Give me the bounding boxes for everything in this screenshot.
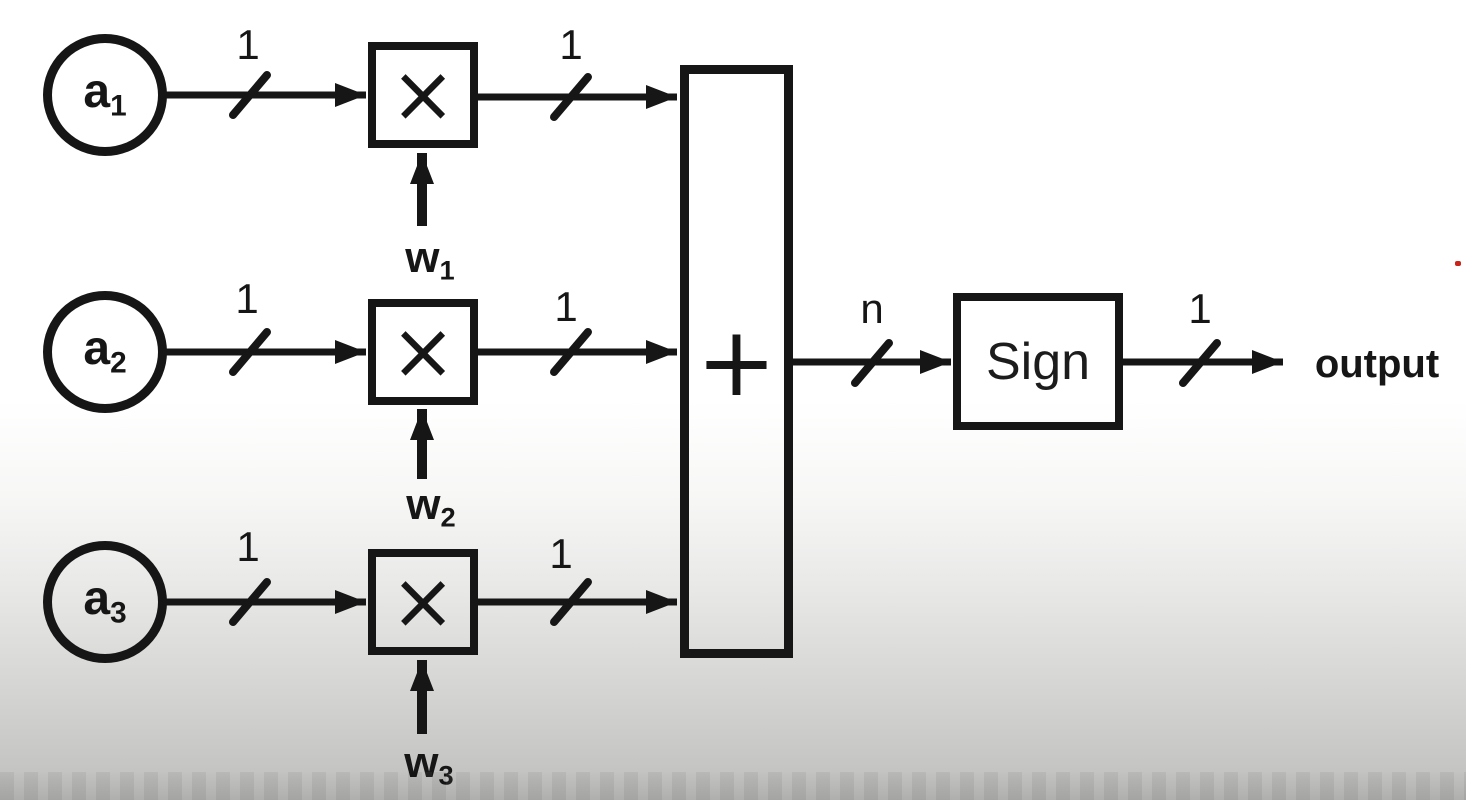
bus-slash-product-3	[550, 578, 592, 626]
summation-box: +	[680, 65, 793, 658]
sign-box: Sign	[953, 293, 1123, 430]
multiplier-box-1: ×	[368, 42, 478, 148]
wire-sign-to-output	[1123, 339, 1283, 387]
bus-width-product-3: 1	[549, 530, 573, 577]
multiply-icon: ×	[390, 50, 456, 140]
weight-label-w3: w3	[404, 741, 453, 789]
bus-width-product-2: 1	[554, 283, 578, 330]
wire-product-3	[478, 578, 677, 626]
bus-slash-input-1	[229, 71, 271, 119]
wire-input-1	[164, 71, 366, 119]
input-label-a1: a1	[83, 65, 127, 123]
bus-width-input-2: 1	[235, 275, 259, 322]
bus-slash-product-1	[550, 73, 592, 121]
wire-product-1	[478, 73, 677, 121]
bus-width-product-1: 1	[559, 21, 583, 68]
red-cursor-dot	[1455, 261, 1461, 266]
input-node-a2: a2	[43, 291, 167, 413]
bus-width-sum-output: n	[860, 285, 884, 332]
bus-slash-product-2	[550, 328, 592, 376]
weight-subscript-w1: 1	[439, 254, 455, 286]
multiplier-box-2: ×	[368, 299, 478, 405]
bus-slash-sum-output	[851, 339, 893, 387]
input-label-a3: a3	[83, 572, 127, 630]
plus-icon: +	[696, 305, 777, 418]
input-label-a2: a2	[83, 322, 127, 380]
bus-slash-input-2	[229, 328, 271, 376]
multiply-icon: ×	[390, 557, 456, 647]
input-subscript-a1: 1	[110, 89, 127, 123]
weight-subscript-w3: 3	[439, 760, 454, 791]
multiplier-box-3: ×	[368, 549, 478, 655]
bus-width-input-3: 1	[236, 523, 260, 570]
input-node-a1: a1	[43, 34, 167, 156]
weight-label-w2: w2	[406, 480, 456, 533]
input-node-a3: a3	[43, 541, 167, 663]
wire-input-2	[164, 328, 366, 376]
bus-slash-sign-output	[1179, 339, 1221, 387]
bottom-gradient-strip	[0, 772, 1466, 800]
input-subscript-a2: 2	[110, 346, 127, 380]
wire-sum-to-sign	[793, 339, 951, 387]
input-subscript-a3: 3	[110, 596, 127, 630]
weight-label-w1: w1	[405, 233, 455, 286]
wire-product-2	[478, 328, 677, 376]
bus-slash-input-3	[229, 578, 271, 626]
bus-width-sign-output: 1	[1188, 285, 1212, 332]
weight-subscript-w2: 2	[440, 501, 456, 533]
wire-input-3	[164, 578, 366, 626]
bus-width-input-1: 1	[236, 21, 260, 68]
sign-box-label: Sign	[985, 332, 1091, 391]
multiply-icon: ×	[390, 307, 456, 397]
output-label: output	[1314, 342, 1440, 386]
